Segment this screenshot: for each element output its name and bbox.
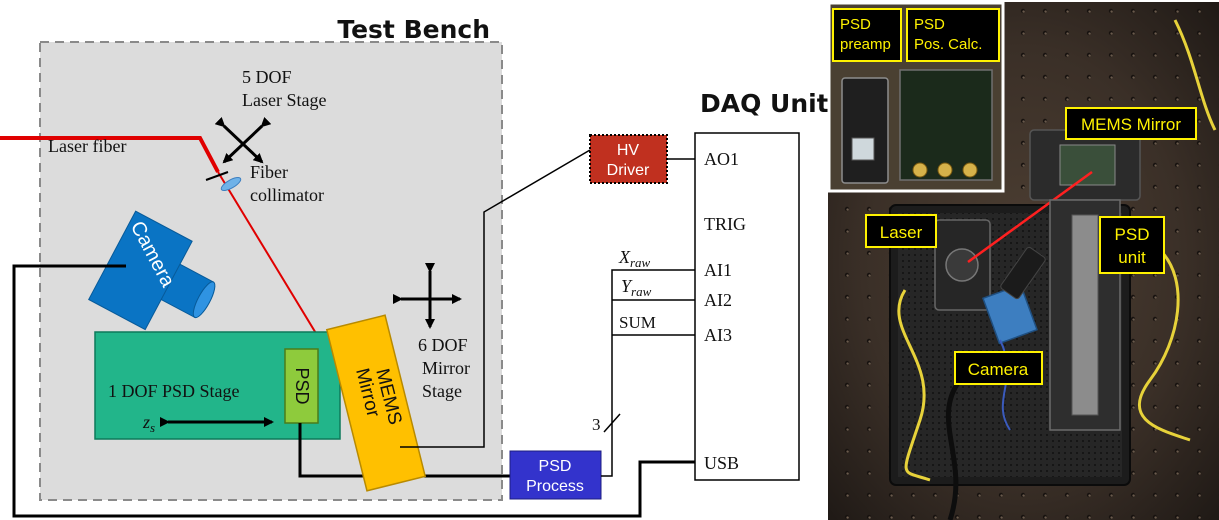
photo-cable-yellow-2: [1137, 248, 1191, 442]
collimator-mount-icon: [205, 171, 229, 181]
photo-label-mems-mirror: MEMS Mirror: [1065, 107, 1197, 140]
bus-width-label: 3: [592, 415, 601, 434]
laser-stage-label-line1: 5 DOF: [242, 67, 292, 87]
photo-label-psd-preamp: PSD preamp: [832, 8, 902, 62]
setup-photo: PSD preamp PSD Pos. Calc. MEMS Mirror La…: [827, 1, 1219, 520]
photo-cable-black: [945, 378, 963, 520]
psd-cable: [298, 423, 510, 478]
svg-text:MEMS Mirror: MEMS Mirror: [1081, 115, 1181, 134]
zs-label: zs: [142, 412, 155, 435]
photo-label-camera: Camera: [954, 351, 1043, 385]
photo-label-laser: Laser: [865, 214, 937, 248]
psd-process-label-line1: PSD: [539, 458, 572, 475]
daq-port-usb: USB: [704, 453, 739, 473]
daq-unit: [694, 132, 800, 481]
photo-mems-chip: [1059, 144, 1116, 186]
photo-inset-preamp-chip: [851, 137, 875, 161]
psd-sensor: [284, 348, 319, 424]
svg-text:preamp: preamp: [840, 36, 891, 53]
photo-cable-yellow-1: [897, 289, 931, 482]
photo-camera-lens: [1000, 246, 1046, 300]
camera: [88, 210, 216, 331]
svg-text:Laser: Laser: [880, 223, 923, 242]
daq-port-ai1: AI1: [704, 260, 732, 280]
svg-text:PSD: PSD: [840, 16, 871, 33]
collimator-lens-icon: [220, 177, 242, 191]
mirror-stage-label-line3: Stage: [422, 381, 462, 401]
photo-label-psd-pos-calc: PSD Pos. Calc.: [906, 8, 1000, 62]
hv-drive-wire: [400, 149, 591, 448]
xraw-label: Xraw: [618, 247, 651, 270]
sum-label: SUM: [619, 313, 656, 332]
daq-port-trig: TRIG: [704, 214, 746, 234]
svg-text:Pos. Calc.: Pos. Calc.: [914, 36, 982, 53]
svg-text:Camera: Camera: [968, 360, 1029, 379]
hv-driver-label-line1: HV: [617, 142, 640, 159]
daq-port-ao1: AO1: [704, 149, 739, 169]
camera-lens-icon: [192, 281, 216, 319]
photo-laser-beam: [967, 170, 1093, 264]
laser-stage-arrows-icon: [214, 116, 272, 164]
test-bench-title: Test Bench: [337, 15, 490, 44]
photo-cable-yellow-3: [1173, 19, 1217, 131]
photo-inset-connector-1: [912, 162, 928, 178]
signal-bus: [601, 269, 695, 477]
psd-process: [509, 450, 602, 500]
psd-label: PSD: [292, 367, 312, 404]
psd-process-label-line2: Process: [526, 478, 584, 495]
laser-fiber-label: Laser fiber: [48, 136, 126, 156]
photo-label-psd-unit: PSD unit: [1099, 216, 1165, 274]
laser-stage-label-line2: Laser Stage: [242, 90, 326, 110]
camera-body: [88, 210, 193, 331]
mirror-stage-label-line2: Mirror: [422, 358, 470, 378]
photo-inset-poscalc-board: [899, 69, 993, 181]
photo-inset-connector-3: [962, 162, 978, 178]
photo-psd-rail: [1071, 214, 1099, 416]
daq-port-ai3: AI3: [704, 325, 732, 345]
photo-laser-knob: [945, 248, 979, 282]
photo-inset-connector-2: [937, 162, 953, 178]
svg-text:unit: unit: [1118, 248, 1146, 267]
camera-usb-cable: [12, 264, 695, 518]
fiber-collimator-line2: collimator: [250, 185, 324, 205]
photo-camera-body: [982, 283, 1038, 345]
svg-text:PSD: PSD: [914, 16, 945, 33]
hv-driver: [589, 134, 668, 184]
yraw-label: Yraw: [621, 276, 652, 299]
hv-driver-label-line2: Driver: [607, 162, 650, 179]
daq-title: DAQ Unit: [700, 89, 829, 118]
photo-inset-preamp-board: [841, 77, 889, 184]
mirror-stage-arrows-icon: [393, 263, 462, 329]
daq-port-ai2: AI2: [704, 290, 732, 310]
fiber-collimator-line1: Fiber: [250, 162, 288, 182]
psd-stage-label: 1 DOF PSD Stage: [108, 381, 240, 401]
mirror-stage-label-line1: 6 DOF: [418, 335, 468, 355]
laser-fiber-line: [0, 136, 220, 173]
bus-width-tick: [603, 413, 621, 433]
svg-text:PSD: PSD: [1115, 225, 1150, 244]
